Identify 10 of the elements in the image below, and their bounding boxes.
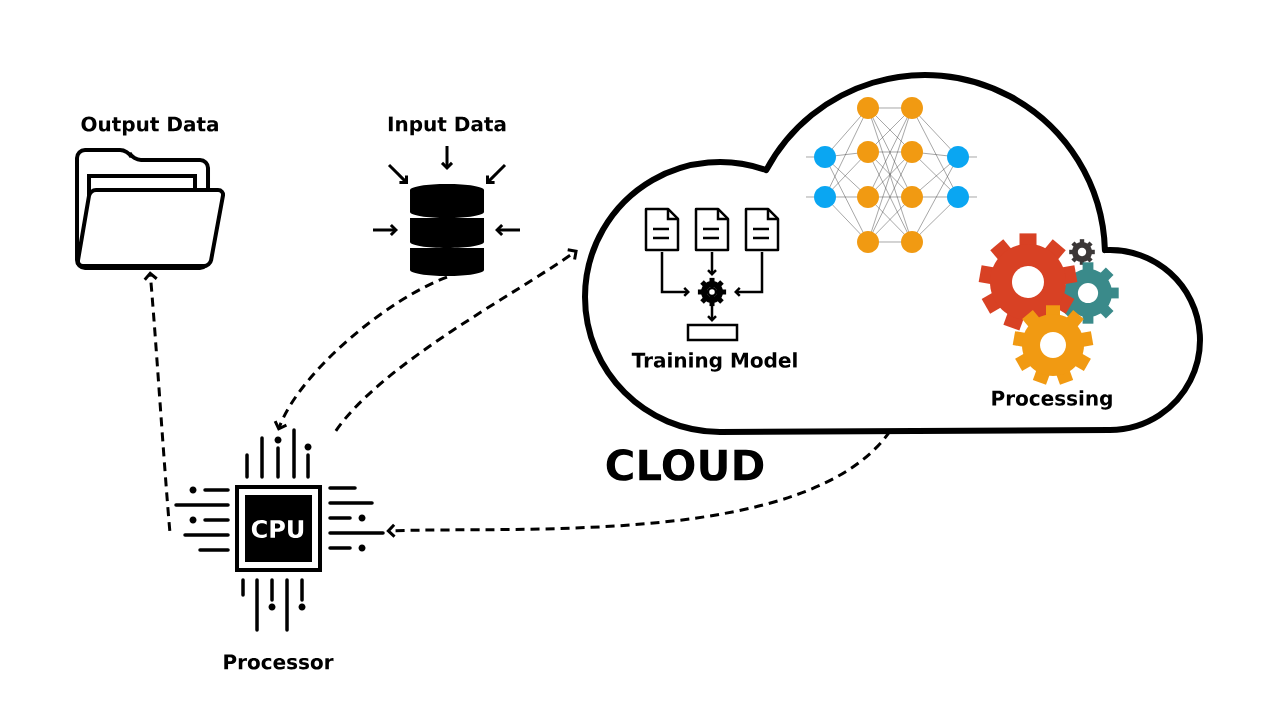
node-label: Training Model xyxy=(631,352,797,372)
node-label: Processing xyxy=(992,390,1112,410)
dashed-arrow xyxy=(143,271,172,532)
node-heading: Output Data xyxy=(81,116,218,136)
dashed-arrow xyxy=(386,430,892,538)
cloud-heading: CLOUD xyxy=(606,449,764,481)
dashed-arrow xyxy=(273,275,448,431)
dashed-arrow xyxy=(334,248,578,432)
node-label: Processor xyxy=(224,654,334,670)
node-heading: Input Data xyxy=(388,116,506,136)
